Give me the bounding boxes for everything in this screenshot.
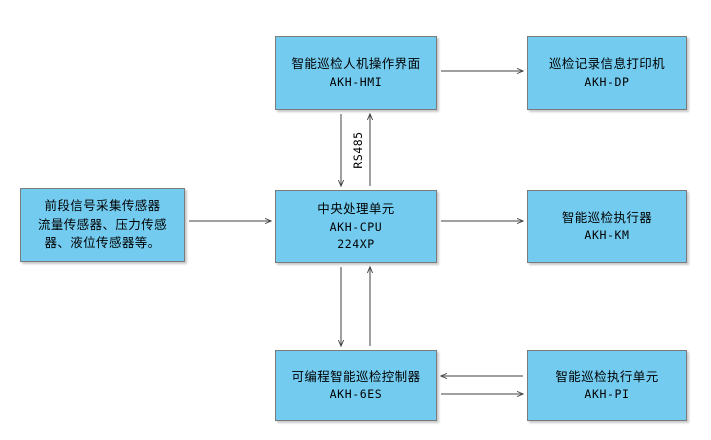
node-pi-code: AKH-PI: [584, 387, 630, 402]
node-sensor-line3: 器、液位传感器等。: [44, 235, 161, 251]
rs485-connector-label: RS485: [351, 131, 365, 169]
node-sensor[interactable]: 前段信号采集传感器 流量传感器、压力传感 器、液位传感器等。: [20, 188, 185, 262]
node-dp-code: AKH-DP: [584, 74, 630, 89]
node-sensor-line1: 前段信号采集传感器: [44, 197, 161, 213]
node-pi-title: 智能巡检执行单元: [555, 368, 659, 384]
node-cpu-model: 224XP: [337, 236, 375, 251]
node-6es-title: 可编程智能巡检控制器: [291, 368, 421, 384]
node-hmi-title: 智能巡检人机操作界面: [291, 56, 421, 71]
node-cpu-code: AKH-CPU: [329, 219, 383, 234]
node-km-code: AKH-KM: [584, 228, 630, 243]
node-cpu-title: 中央处理单元: [317, 200, 395, 216]
node-cpu[interactable]: 中央处理单元 AKH-CPU 224XP: [275, 190, 437, 263]
node-hmi-code: AKH-HMI: [329, 74, 383, 89]
node-dp[interactable]: 巡检记录信息打印机 AKH-DP: [527, 36, 687, 110]
node-sensor-line2: 流量传感器、压力传感: [37, 216, 167, 232]
node-6es-code: AKH-6ES: [329, 387, 383, 402]
node-6es[interactable]: 可编程智能巡检控制器 AKH-6ES: [275, 350, 437, 421]
node-km[interactable]: 智能巡检执行器 AKH-KM: [527, 190, 687, 263]
node-dp-title: 巡检记录信息打印机: [548, 56, 666, 71]
node-pi[interactable]: 智能巡检执行单元 AKH-PI: [527, 350, 687, 421]
node-hmi[interactable]: 智能巡检人机操作界面 AKH-HMI: [275, 36, 437, 110]
node-km-title: 智能巡检执行器: [561, 209, 653, 225]
